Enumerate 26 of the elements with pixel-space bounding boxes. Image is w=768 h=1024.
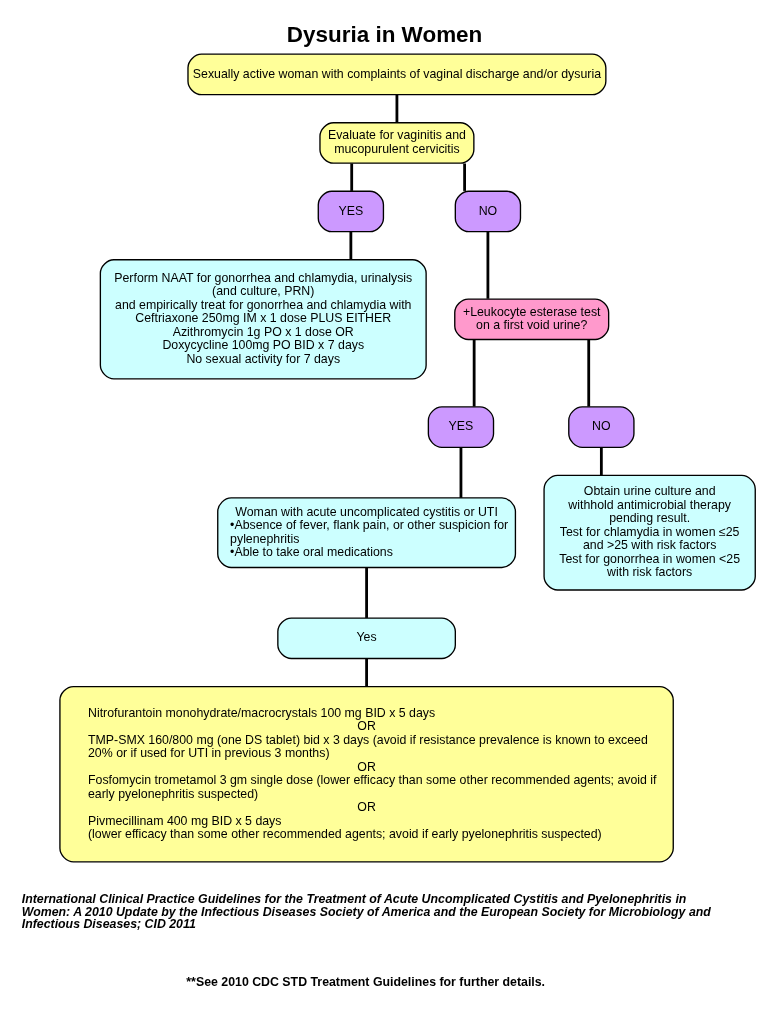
connector [395, 94, 399, 122]
node-box: NO [568, 405, 635, 448]
connector [349, 231, 353, 259]
connector [459, 447, 463, 498]
connector [599, 447, 603, 475]
caption: International Clinical Practice Guidelines for the Treatment of Acute Uncomplicated Cystitis and Pyelonephritis in Women: A 2010 Update by the Infectious Diseases Society of America and the European Society for Microbiology and Infectious Diseases; CID 2011 [21, 891, 711, 931]
node-box: Nitrofurantoin monohydrate/macrocrystals 100 mg BID x 5 days OR TMP-SMX 160/800 mg (one DS tablet) bid x 3 days (avoid if resistance prevalence is known to exceed 20% or if used for UTI in previous 3 months) OR Fosfomycin trometamol 3 gm single dose (lower efficacy than some other recommended agents; avoid if early pyelonephritis suspected) OR Pivmecillinam 400 mg BID x 5 days (lower efficacy than some other recommended agents; avoid if early pyelonephritis suspected) [59, 685, 674, 863]
connector [463, 163, 466, 191]
diagram-title: Dysuria in Women [286, 21, 483, 47]
node-box: Woman with acute uncomplicated cystitis or UTI •Absence of fever, flank pain, or other suspicion for pylenephritis •Able to take oral medications [217, 496, 517, 568]
node-box: Perform NAAT for gonorrhea and chlamydia, urinalysis (and culture, PRN) and empirically treat for gonorrhea and chlamydia with Ceftriaxone 250mg IM x 1 dose PLUS EITHER Azithromycin 1g PO x 1 dose OR Doxycycline 100mg PO BID x 7 days No sexual activity for 7 days [99, 258, 427, 379]
node-box: Obtain urine culture and withhold antimicrobial therapy pending result. Test for chlamydia in women ≤25 and >25 with risk factors Test for gonorrhea in women <25 with risk factors [543, 474, 756, 591]
connector [587, 339, 591, 407]
connector [472, 339, 476, 407]
node-box: Evaluate for vaginitis and mucopurulent cervicitis [319, 121, 475, 164]
node-box: Yes [277, 616, 456, 659]
node-box: +Leukocyte esterase test on a first void urine? [454, 297, 610, 340]
node-box: NO [454, 190, 522, 232]
connector [365, 658, 368, 687]
node-box: YES [427, 405, 495, 448]
node-box: Sexually active woman with complaints of vaginal discharge and/or dysuria [187, 53, 607, 95]
node-box: YES [317, 190, 385, 232]
connector [486, 231, 490, 299]
connector [365, 567, 368, 618]
label: **See 2010 CDC STD Treatment Guidelines for further details. [186, 974, 546, 989]
connector [350, 163, 354, 191]
